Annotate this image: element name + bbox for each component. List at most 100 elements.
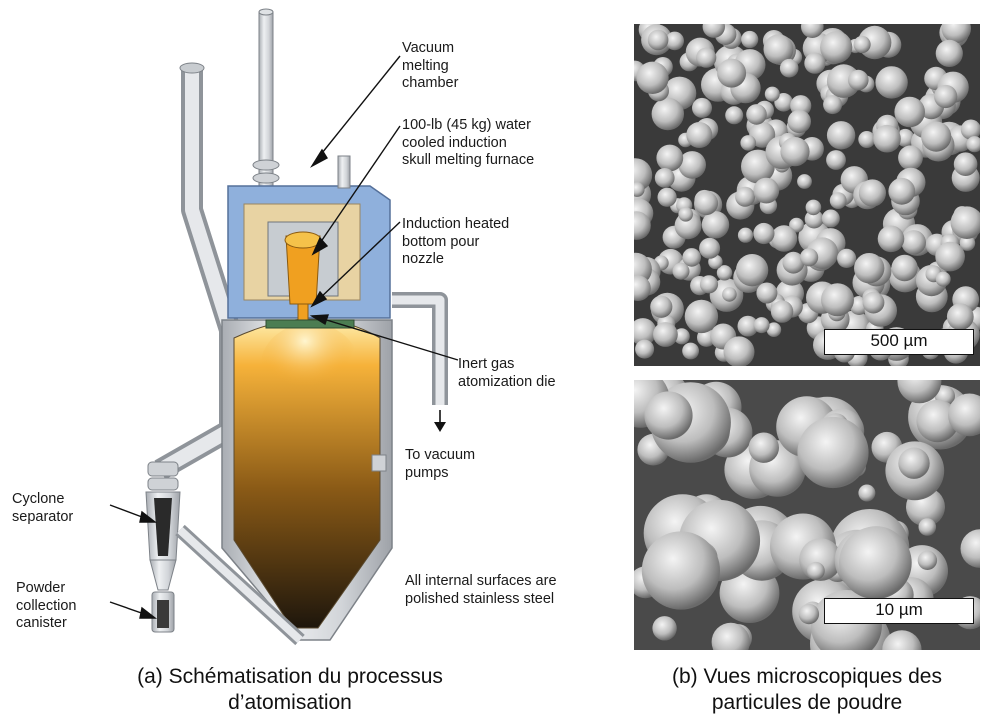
powder-particle	[918, 551, 937, 570]
powder-particle	[800, 248, 818, 266]
powder-particle	[753, 178, 779, 204]
powder-particle	[717, 59, 746, 88]
powder-particle	[746, 104, 767, 125]
powder-particle	[797, 174, 812, 189]
scalebar-top: 500 µm	[824, 329, 974, 355]
powder-particle	[771, 225, 797, 251]
powder-canister	[152, 592, 174, 632]
caption-b: (b) Vues microscopiques des particules d…	[620, 664, 994, 716]
powder-particle	[765, 87, 780, 102]
powder-particle	[692, 98, 712, 118]
powder-particle	[804, 53, 825, 74]
micrograph-bottom: 10 µm	[634, 380, 980, 650]
powder-particle	[947, 303, 974, 330]
vacuum-line	[392, 300, 446, 432]
powder-particle	[878, 226, 905, 253]
powder-particle	[749, 433, 779, 463]
powder-particle	[636, 62, 668, 94]
powder-particle	[854, 253, 884, 283]
powder-particle	[788, 110, 811, 133]
micrograph-top: 500 µm	[634, 24, 980, 366]
powder-particle	[724, 336, 755, 366]
powder-particle	[921, 122, 951, 152]
label-cyclone: Cyclone separator	[12, 491, 73, 526]
exhaust-pipe	[160, 63, 230, 470]
powder-particle	[799, 604, 819, 624]
powder-particle	[822, 210, 840, 228]
powder-particle	[919, 518, 937, 536]
powder-particle	[820, 31, 852, 63]
powder-particle	[935, 242, 965, 272]
powder-particle	[780, 137, 809, 166]
powder-particle	[736, 254, 768, 286]
powder-particle	[901, 230, 926, 255]
powder-particle	[894, 97, 925, 128]
powder-particle	[686, 122, 712, 148]
powder-particle	[635, 340, 654, 359]
powder-particle	[682, 343, 699, 360]
powder-particle	[954, 152, 978, 176]
powder-particle	[656, 145, 683, 172]
label-die: Inert gas atomization die	[458, 356, 556, 391]
powder-particle	[735, 187, 755, 207]
powder-particle	[650, 296, 672, 318]
powder-particle	[854, 36, 871, 53]
cyclone-separator	[146, 462, 180, 590]
powder-particle	[830, 192, 847, 209]
label-surfaces: All internal surfaces are polished stain…	[405, 573, 557, 608]
melting-chamber	[228, 156, 390, 328]
label-canister: Powder collection canister	[16, 580, 76, 633]
powder-particle	[725, 106, 743, 124]
powder-particle	[936, 40, 963, 67]
label-nozzle: Induction heated bottom pour nozzle	[402, 216, 509, 269]
powder-particle	[738, 228, 753, 243]
powder-particle	[823, 95, 842, 114]
powder-particle	[678, 207, 693, 222]
powder-particle	[644, 391, 692, 439]
powder-particle	[863, 292, 885, 314]
powder-particle	[741, 31, 758, 48]
powder-particle	[722, 287, 737, 302]
powder-particle	[648, 30, 669, 51]
powder-particle	[875, 66, 907, 98]
atomizer-diagram	[0, 0, 620, 650]
label-furnace: 100-lb (45 kg) water cooled induction sk…	[402, 117, 534, 170]
powder-particle	[837, 249, 856, 268]
powder-particle	[694, 191, 718, 215]
powder-particle	[740, 135, 756, 151]
powder-particle	[652, 98, 684, 130]
powder-particle	[858, 485, 875, 502]
powder-particle	[652, 616, 676, 640]
label-vacuum-pumps: To vacuum pumps	[405, 447, 475, 482]
powder-particle	[780, 59, 799, 78]
powder-particle	[839, 527, 912, 600]
powder-particle	[859, 179, 886, 206]
powder-particle	[891, 255, 917, 281]
powder-particle	[702, 211, 729, 238]
powder-particle	[898, 145, 923, 170]
powder-particle	[753, 223, 774, 244]
powder-particle	[642, 531, 720, 609]
powder-particle	[696, 48, 716, 68]
powder-particle	[797, 417, 868, 488]
caption-a: (a) Schématisation du processus d’atomis…	[90, 664, 490, 716]
powder-particle	[936, 272, 951, 287]
powder-particle	[756, 283, 777, 304]
powder-particle	[653, 322, 678, 347]
label-vacuum-chamber: Vacuum melting chamber	[402, 40, 458, 93]
powder-particle	[873, 125, 901, 153]
scalebar-bottom: 10 µm	[824, 598, 974, 624]
powder-particle	[888, 178, 915, 205]
powder-particle	[771, 300, 793, 322]
powder-particle	[699, 238, 720, 259]
powder-particle	[806, 200, 822, 216]
powder-particle	[673, 263, 690, 280]
powder-particle	[827, 121, 855, 149]
powder-particle	[807, 562, 825, 580]
powder-particle	[658, 188, 677, 207]
powder-particle	[898, 448, 929, 479]
micrograph-top-particles	[634, 24, 980, 366]
powder-particle	[934, 85, 957, 108]
top-pipe	[253, 9, 279, 192]
powder-particle	[826, 150, 846, 170]
